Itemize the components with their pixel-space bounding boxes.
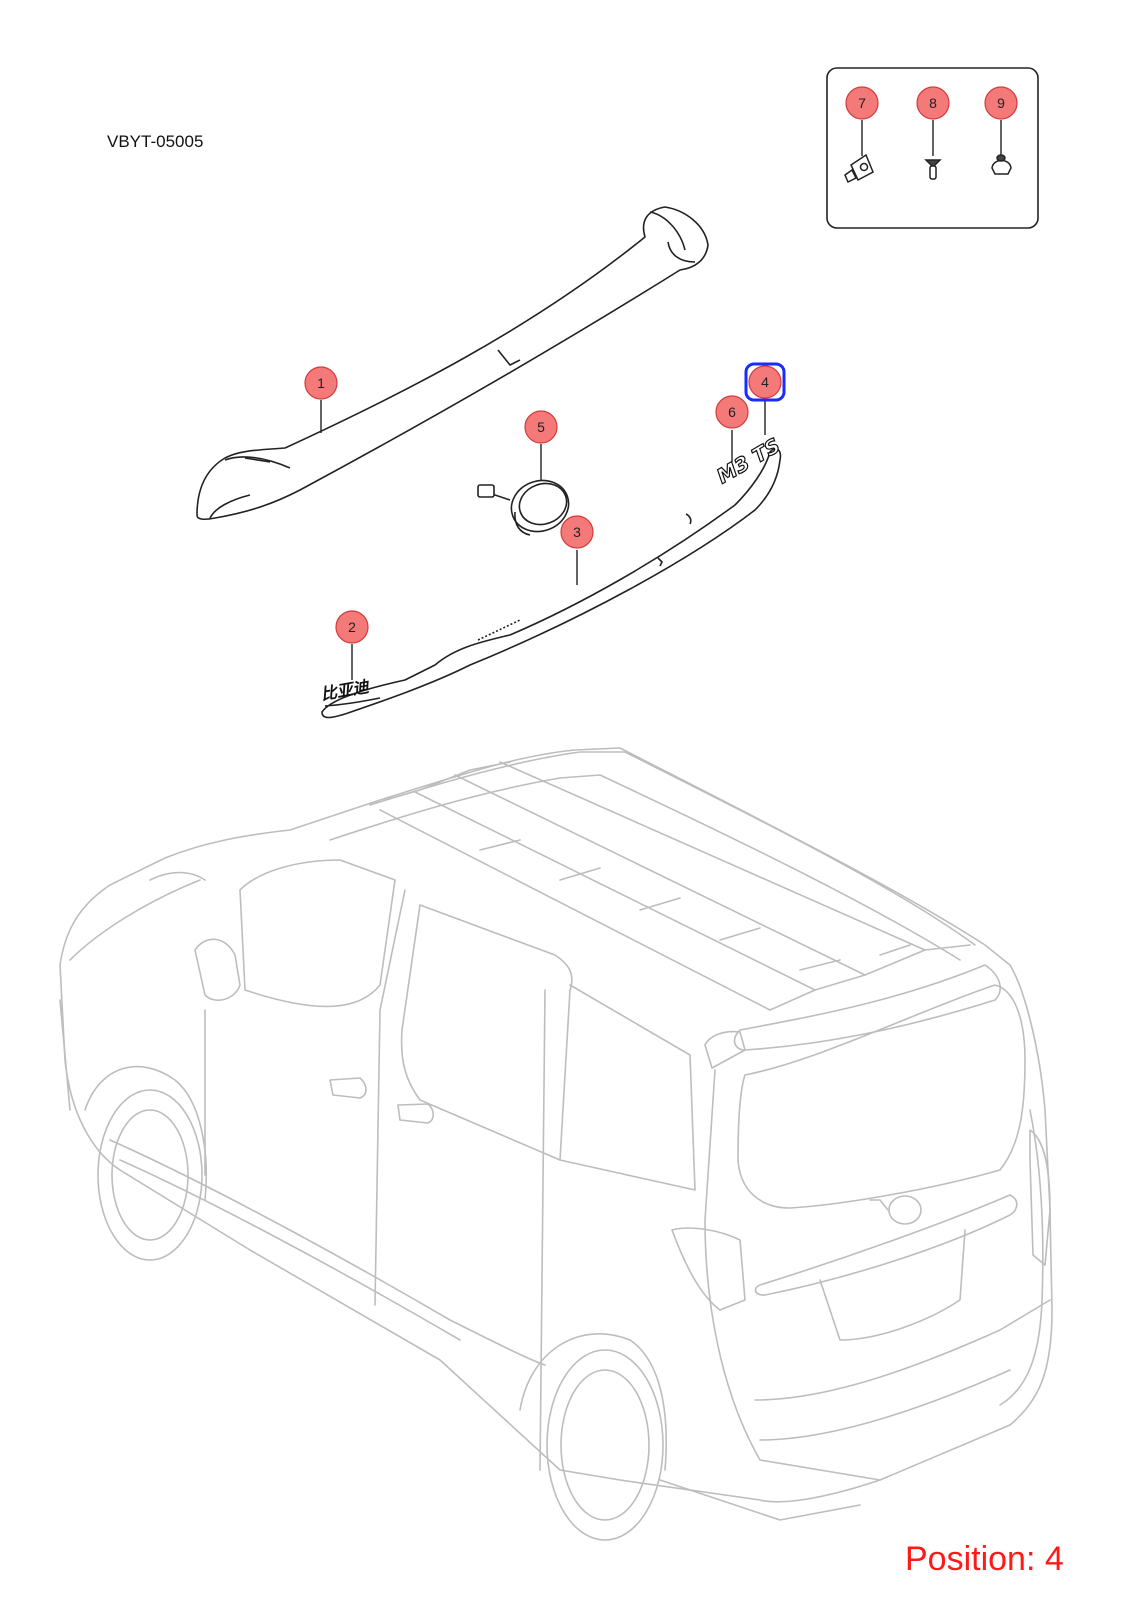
clip-part [844,153,874,184]
callout-bubble [524,410,558,444]
fastener-part [991,154,1012,175]
screw-part [924,159,942,180]
callout-number: 4 [761,374,769,390]
callout-number: 1 [317,375,325,391]
callout-number: 7 [858,95,866,111]
callout-8[interactable]: 8 [916,86,950,120]
callout-group: 1 2 3 4 5 6 7 8 9 [304,86,1018,644]
callout-bubble [845,86,879,120]
callout-number: 6 [728,404,736,420]
diagram-code: VBYT-05005 [107,132,204,151]
callout-2[interactable]: 2 [335,610,369,644]
callout-7[interactable]: 7 [845,86,879,120]
callout-4[interactable]: 4 [744,362,786,402]
camera-button-part [477,479,570,536]
callout-number: 2 [348,619,356,635]
position-label: Position: 4 [905,1540,1064,1578]
callout-bubble [715,395,749,429]
callout-number: 8 [929,95,937,111]
vehicle-illustration [59,747,1053,1541]
leader-lines [320,120,1002,680]
callout-3[interactable]: 3 [560,515,594,549]
callout-9[interactable]: 9 [984,86,1018,120]
callout-bubble [984,86,1018,120]
callout-bubble [335,610,369,644]
callout-bubble [304,366,338,400]
callout-bubble [748,365,782,399]
callout-bubble [916,86,950,120]
spoiler-part [196,206,709,521]
callout-number: 3 [573,524,581,540]
callout-number: 5 [537,419,545,435]
garnish-strip-part [321,448,782,719]
callout-6[interactable]: 6 [715,395,749,429]
callout-1[interactable]: 1 [304,366,338,400]
callout-number: 9 [997,95,1005,111]
callout-highlight-frame [744,362,786,402]
callout-5[interactable]: 5 [524,410,558,444]
hardware-inset-box [826,67,1039,229]
callout-bubble [560,515,594,549]
